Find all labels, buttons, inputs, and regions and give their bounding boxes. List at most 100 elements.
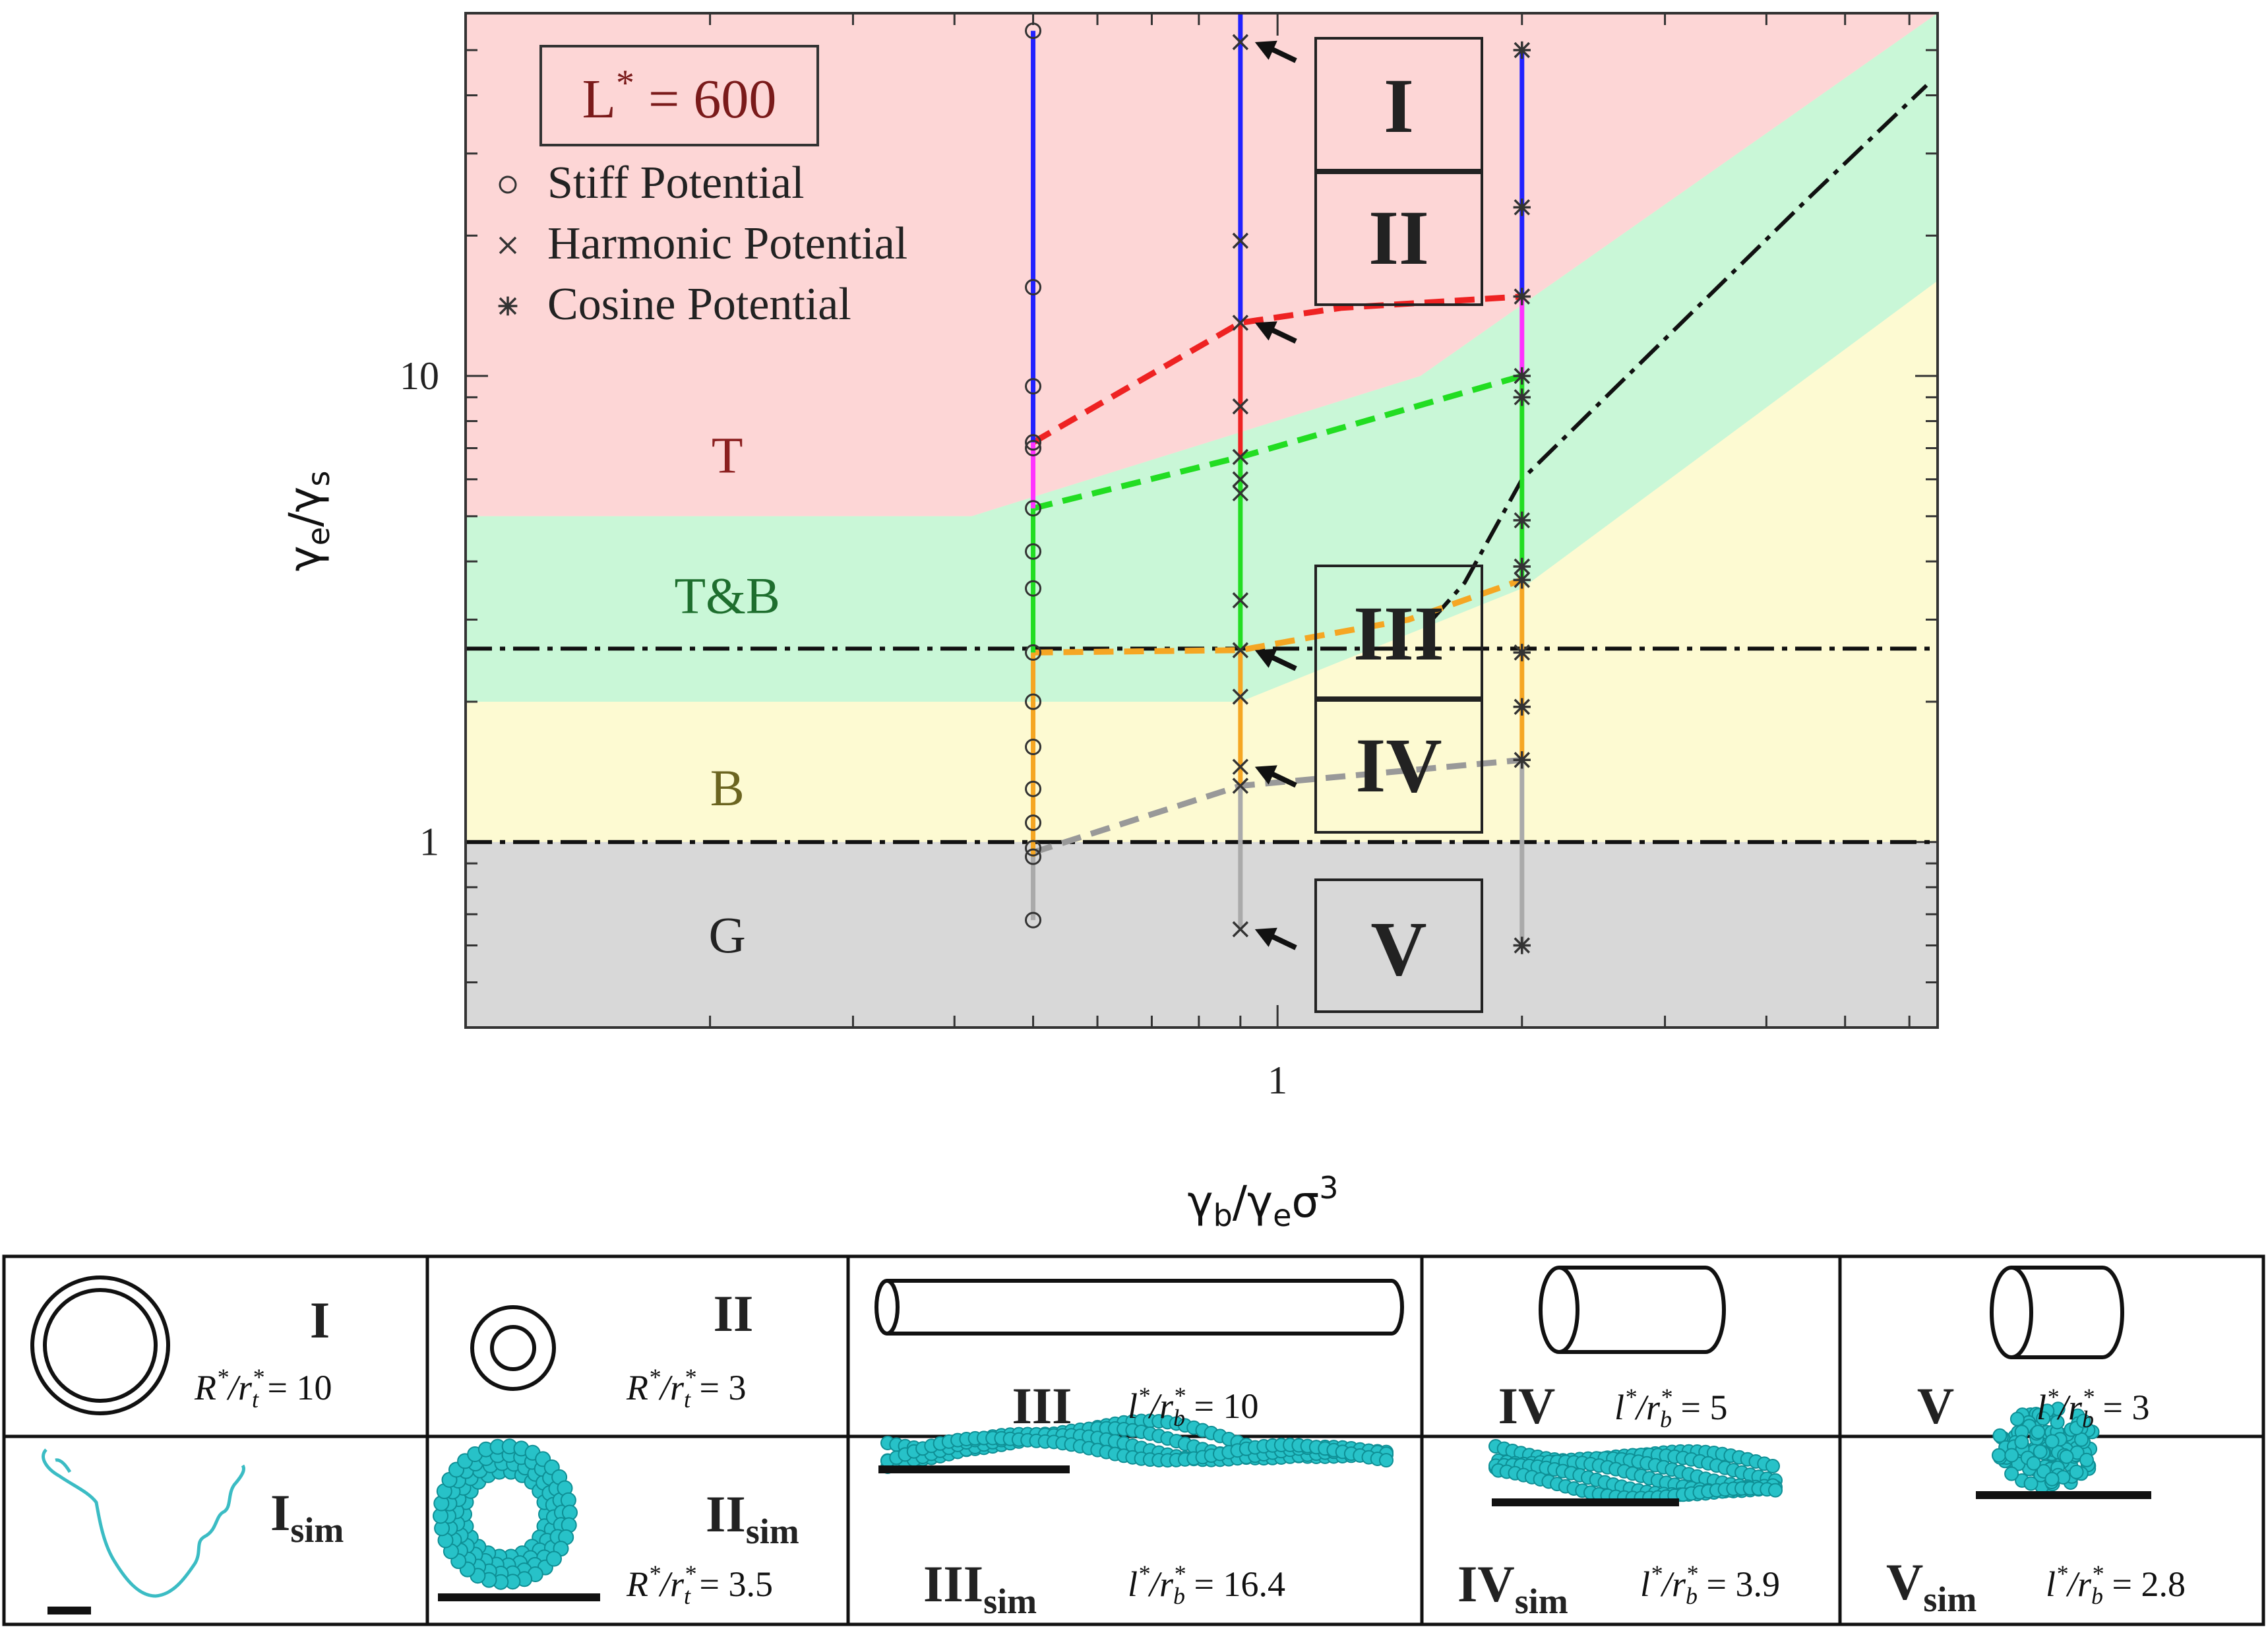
formula-part: r [670, 1368, 685, 1407]
formula-part: / [658, 1564, 673, 1604]
callout-label: IV [1355, 722, 1442, 809]
formula-part: 3.9 [1736, 1564, 1781, 1604]
phase-regions [466, 13, 1938, 1028]
asterisk-marker [1513, 199, 1531, 216]
formula-part: * [1650, 1560, 1662, 1587]
circle-marker [1025, 439, 1042, 456]
formula-part: / [1148, 1386, 1163, 1426]
region-G [466, 842, 1938, 1028]
bead [2044, 1434, 2060, 1449]
bead [2079, 1452, 2094, 1467]
bead-long-bundle-shape [880, 1413, 1394, 1474]
sim-label-main: III [923, 1555, 983, 1613]
asterisk-marker [1513, 41, 1531, 59]
bead [2031, 1425, 2046, 1440]
asterisk-marker [1513, 751, 1531, 769]
formula-part: / [1148, 1564, 1163, 1604]
callout-box [1314, 878, 1483, 1013]
circle-marker [1025, 840, 1042, 857]
asterisk-marker [1513, 388, 1531, 406]
structure-label: II [714, 1285, 754, 1342]
formula-part: / [2056, 1388, 2071, 1427]
formula-part: * [1173, 1382, 1185, 1409]
bead [2050, 1415, 2065, 1430]
formula-part: = [1185, 1564, 1223, 1604]
formula-part: = [1185, 1386, 1223, 1426]
callout-4: IV [1254, 699, 1483, 834]
sim-label-sub: sim [1923, 1580, 1977, 1619]
cross-marker [1232, 448, 1249, 466]
annotation-box: L* = 600 [539, 45, 819, 146]
circle-marker [1025, 848, 1042, 865]
bead [2023, 1476, 2038, 1491]
ratio-formula: l*/r*b = 16.4 [1128, 1560, 1285, 1609]
formula-part: / [226, 1368, 241, 1407]
circle-marker [1025, 278, 1042, 295]
region-labels: TT&BBG [675, 427, 780, 964]
sim-label-main: IV [1457, 1555, 1515, 1613]
asterisk-marker [1513, 937, 1531, 954]
legend-entry-label: Cosine Potential [547, 279, 851, 330]
bead [2076, 1413, 2091, 1429]
simulation-label: IVsim [1457, 1555, 1568, 1621]
formula-part: l [1128, 1386, 1138, 1426]
cross-marker [1232, 34, 1249, 51]
formula-part: 3.5 [729, 1564, 774, 1604]
structure-label: IV [1498, 1377, 1556, 1434]
simulation-label: IIIsim [923, 1555, 1037, 1621]
simulation-label: IIsim [706, 1485, 799, 1551]
cross-marker [1232, 689, 1249, 705]
formula-part: = [690, 1368, 728, 1407]
cross-marker [1232, 921, 1249, 938]
dashdot-curve [1430, 84, 1928, 621]
ratio-formula: l*/r*b = 5 [1614, 1384, 1728, 1432]
callout-2: II [1254, 171, 1483, 344]
ratio-formula: R*/r*t = 3 [626, 1364, 747, 1413]
cross-marker [1232, 778, 1249, 794]
boundary-line [1033, 577, 1523, 656]
structure-label: I [310, 1291, 330, 1349]
bead [1379, 1453, 1394, 1468]
region-TB [466, 13, 1938, 702]
bead [546, 1551, 562, 1567]
formula-part: * [648, 1364, 660, 1390]
sim-label-sub: sim [983, 1582, 1037, 1621]
svg-text:L* = 600: L* = 600 [582, 63, 777, 130]
circle-marker [1025, 22, 1042, 40]
circle-marker [499, 175, 517, 194]
region-label: T [712, 427, 743, 484]
cross-marker [1232, 485, 1249, 502]
circle-marker [1025, 780, 1042, 797]
circle-marker [1025, 500, 1042, 517]
formula-part: r [2068, 1388, 2083, 1427]
structure-label: III [1012, 1377, 1072, 1434]
formula-part: 5 [1710, 1388, 1728, 1427]
callout-label: III [1353, 590, 1444, 677]
formula-part: t [684, 1583, 691, 1609]
formula-part: * [1686, 1560, 1698, 1587]
bead-globule-shape [1992, 1401, 2100, 1494]
cylinder-long-shape [874, 1279, 1404, 1336]
bead-medium-bundle-shape [1488, 1439, 1783, 1506]
formula-part: r [1159, 1564, 1174, 1604]
formula-part: * [684, 1560, 696, 1587]
arrow-head [1254, 321, 1277, 341]
y-tick-label: 10 [400, 354, 439, 398]
legend-entry-label: Harmonic Potential [547, 218, 907, 269]
asterisk-marker [1513, 511, 1531, 530]
formula-part: R [626, 1564, 648, 1604]
bead [2033, 1444, 2048, 1460]
formula-part: = [259, 1368, 296, 1407]
legend-entry-label: Stiff Potential [547, 158, 805, 208]
formula-part: * [1138, 1382, 1149, 1409]
cross-marker [499, 236, 517, 255]
formula-part: b [1686, 1583, 1698, 1609]
formula-part: * [2091, 1560, 2103, 1587]
bead [2009, 1411, 2025, 1427]
cross-marker [1232, 642, 1249, 659]
formula-part: * [1660, 1384, 1672, 1410]
callout-box [1314, 699, 1483, 834]
